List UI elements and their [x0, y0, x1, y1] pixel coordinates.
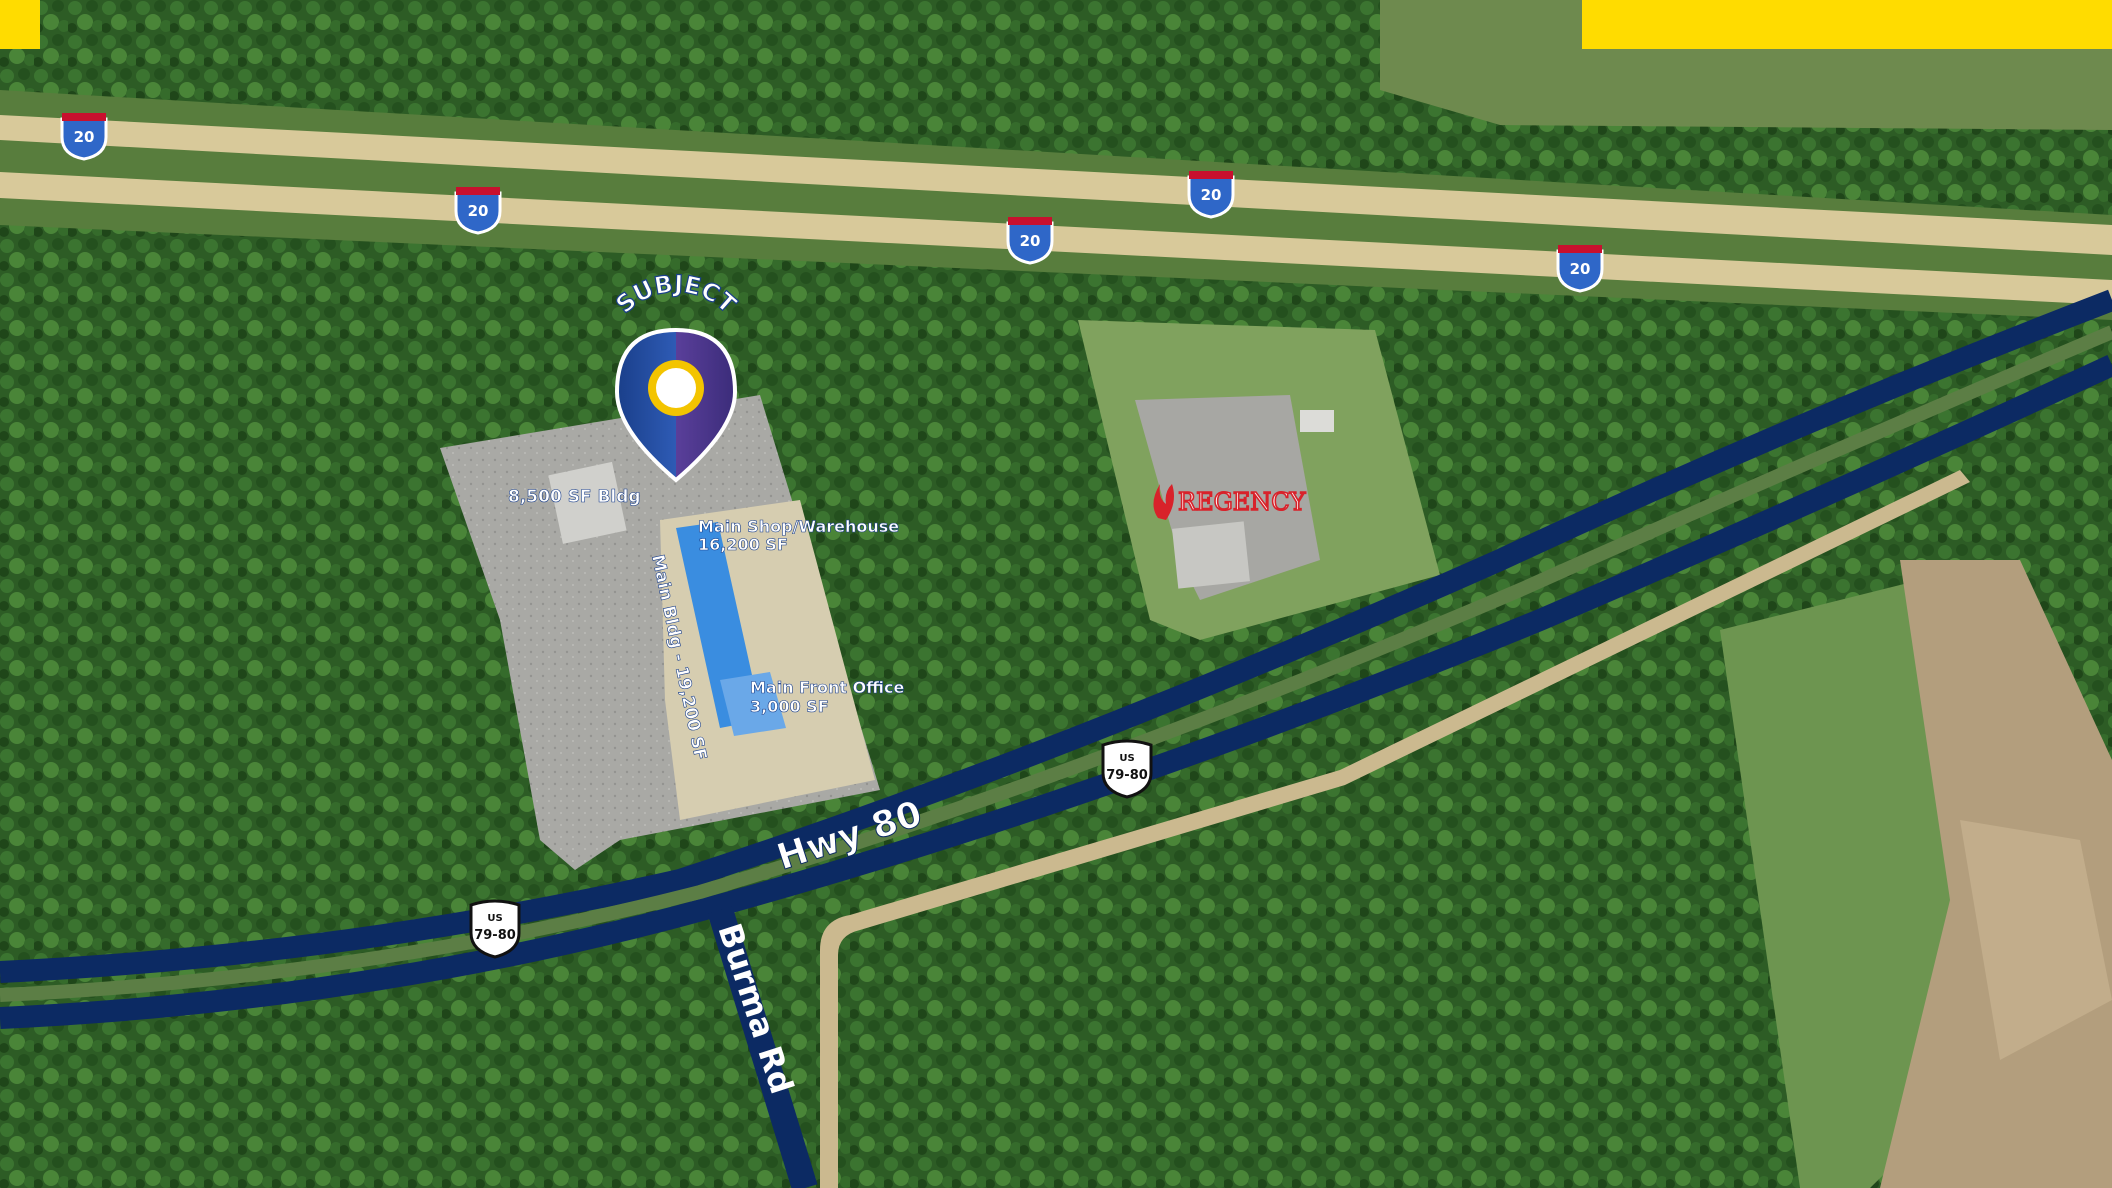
dirt-patch — [1960, 820, 2112, 1060]
grass-field-right — [1720, 570, 1960, 1188]
label-main-shop-sf: 16,200 SF — [698, 535, 788, 554]
hwy-80-south-lane — [0, 355, 2112, 1029]
accent-bar-right — [1582, 0, 2112, 49]
us-79-80-shield: US 79-80 — [1101, 739, 1153, 799]
shield-number: 20 — [1201, 186, 1222, 204]
interstate-20-shield: 20 — [454, 187, 502, 235]
regency-logo-text: REGENCY — [1178, 488, 1307, 516]
burma-rd — [707, 906, 818, 1188]
shield-number: 20 — [1020, 232, 1041, 250]
regency-building — [1172, 521, 1250, 589]
pin-inner-dot — [656, 368, 696, 408]
hwy-80-median — [0, 325, 2112, 1002]
shield-number: 20 — [468, 202, 489, 220]
shield-route-text: 79-80 — [474, 928, 516, 943]
shield-route-text: 79-80 — [1106, 768, 1148, 783]
shield-us-text: US — [487, 913, 502, 924]
interstate-20-shield: 20 — [60, 113, 108, 161]
regency-logo: REGENCY — [1153, 484, 1307, 520]
interstate-20-shield: 20 — [1556, 245, 1604, 293]
label-front-office-sf: 3,000 SF — [750, 697, 829, 716]
interstate-20-shield: 20 — [1006, 217, 1054, 265]
shield-number: 20 — [1570, 260, 1591, 278]
regency-building-small — [1300, 410, 1334, 432]
hwy-80-north-lane — [0, 289, 2112, 983]
interstate-20-westbound — [0, 115, 2112, 255]
label-8500-bldg: 8,500 SF Bldg — [508, 487, 641, 507]
us-79-80-shield: US 79-80 — [469, 899, 521, 959]
interstate-20-shield: 20 — [1187, 171, 1235, 219]
label-main-shop: Main Shop/Warehouse — [698, 517, 899, 536]
label-front-office: Main Front Office — [750, 678, 904, 697]
flame-icon — [1153, 484, 1174, 520]
shield-number: 20 — [74, 128, 95, 146]
building-main-office — [720, 672, 786, 736]
shield-us-text: US — [1119, 753, 1134, 764]
building-8500 — [548, 461, 627, 544]
building-main-warehouse — [676, 522, 762, 728]
accent-bar-left — [0, 0, 40, 49]
